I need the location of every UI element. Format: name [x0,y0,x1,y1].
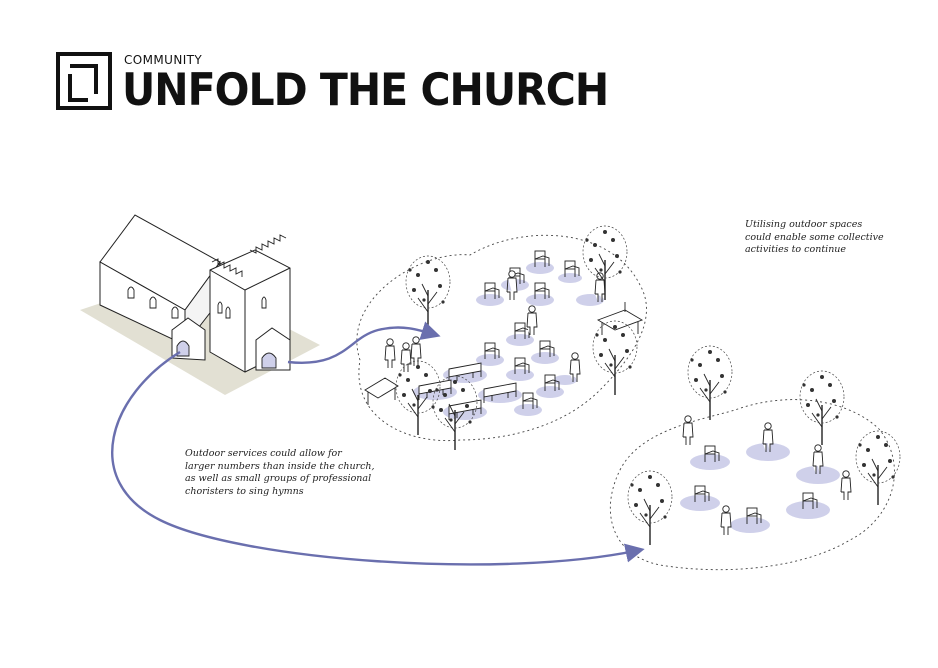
outdoor-activities-area [610,346,900,570]
annotation-line: could enable some collective [745,232,884,245]
outdoor-services-area [357,226,647,450]
annotation-line: Utilising outdoor spaces [745,219,884,232]
annotation-line: as well as small groups of professional [185,473,375,486]
annotation-line: larger numbers than inside the church, [185,461,375,474]
church-building [80,215,320,395]
annotation-line: Outdoor services could allow for [185,448,375,461]
annotation-line: choristers to sing hymns [185,486,375,499]
annotation-line: activities to continue [745,244,884,257]
annotation-outdoor-spaces: Utilising outdoor spaces could enable so… [745,219,884,257]
annotation-outdoor-services: Outdoor services could allow for larger … [185,448,375,498]
